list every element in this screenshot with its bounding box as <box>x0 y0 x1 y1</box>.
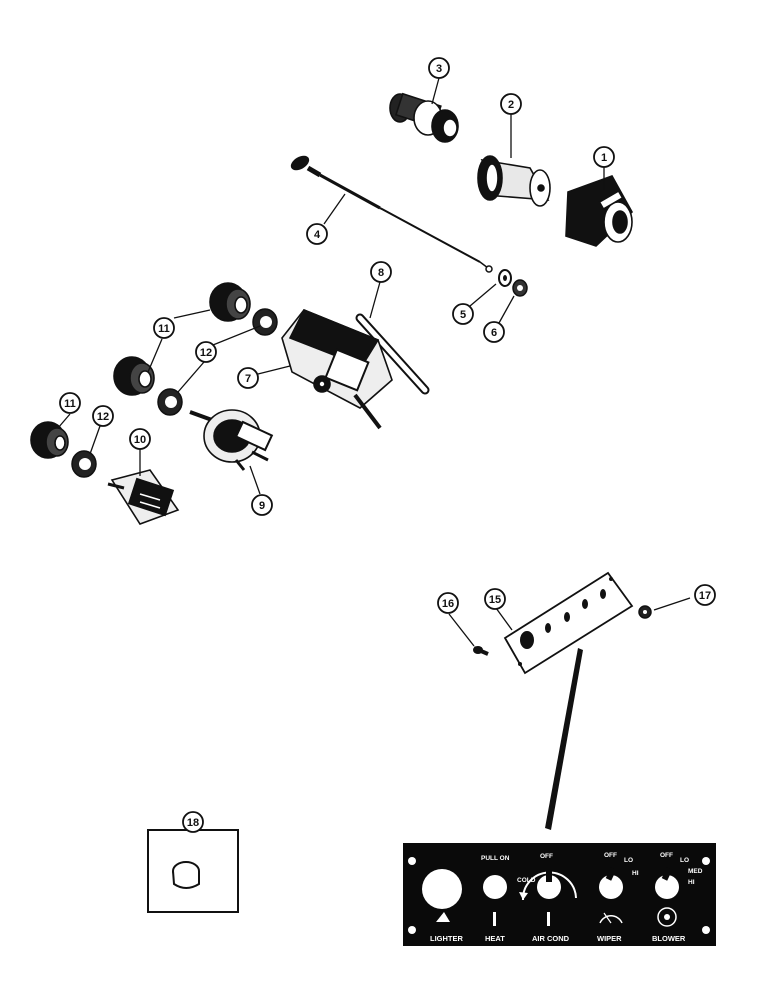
svg-text:1: 1 <box>601 152 607 164</box>
part-2-receptacle-shell <box>477 155 551 207</box>
blower-med-label: MED <box>688 868 703 875</box>
wiper-icon <box>599 915 623 924</box>
part-17-nut <box>638 605 652 619</box>
air-cond-off-label: OFF <box>540 853 553 860</box>
part-11-knob-top <box>209 282 251 322</box>
callout-2: 2 <box>500 93 522 115</box>
svg-text:9: 9 <box>259 500 265 512</box>
callout-6: 6 <box>483 321 505 343</box>
part-18-plug-button <box>147 829 239 913</box>
part-3-lighter-plug <box>389 92 459 143</box>
svg-text:3: 3 <box>436 63 442 75</box>
wiper-hi-label: HI <box>632 870 639 877</box>
air-cond-thermometer-icon <box>547 912 550 926</box>
svg-text:16: 16 <box>442 598 454 610</box>
svg-text:15: 15 <box>489 594 501 606</box>
callout-4: 4 <box>306 223 328 245</box>
blower-label: BLOWER <box>652 934 686 943</box>
svg-text:12: 12 <box>200 347 212 359</box>
decal-control-panel: LIGHTER HEAT AIR COND WIPER BLOWER PULL … <box>403 843 716 946</box>
svg-text:11: 11 <box>158 323 170 335</box>
blower-off-label: OFF <box>660 852 673 859</box>
part-16-screw <box>473 646 489 656</box>
blower-fan-icon <box>657 907 677 927</box>
part-11-knob-bottom <box>30 421 69 459</box>
callout-11-bottom: 11 <box>59 392 81 414</box>
svg-text:11: 11 <box>64 398 76 410</box>
part-15-mounting-plate <box>503 571 634 675</box>
lighter-socket <box>422 869 462 909</box>
svg-text:18: 18 <box>187 817 199 829</box>
cold-label: COLD <box>517 877 536 884</box>
callout-12-bottom: 12 <box>92 405 114 427</box>
part-7-switch-body <box>281 308 393 430</box>
svg-text:12: 12 <box>97 411 109 423</box>
wiper-off-label: OFF <box>604 852 617 859</box>
svg-text:10: 10 <box>134 434 146 446</box>
svg-text:4: 4 <box>314 229 321 241</box>
callout-8: 8 <box>370 261 392 283</box>
callout-3: 3 <box>428 57 450 79</box>
part-8-pin <box>355 313 430 395</box>
lighter-icon <box>436 912 450 922</box>
part-9-rotary-switch <box>189 409 274 471</box>
callout-10: 10 <box>129 428 151 450</box>
callout-1: 1 <box>593 146 615 168</box>
leader-lines <box>57 77 691 647</box>
callout-17: 17 <box>694 584 716 606</box>
wiper-lo-label: LO <box>624 857 633 864</box>
callout-18: 18 <box>182 811 204 833</box>
part-12-nut-top <box>252 308 278 336</box>
wiper-label: WIPER <box>597 934 622 943</box>
callout-9: 9 <box>251 494 273 516</box>
blower-hi-label: HI <box>688 879 695 886</box>
part-5-washer <box>498 269 512 287</box>
svg-text:17: 17 <box>699 590 711 602</box>
part-6-nut <box>512 279 528 297</box>
part-11-knob-middle <box>113 356 155 396</box>
callout-16: 16 <box>437 592 459 614</box>
svg-text:6: 6 <box>491 327 497 339</box>
plate-to-panel-leader <box>545 648 583 830</box>
callout-12-top: 12 <box>195 341 217 363</box>
part-12-nut-middle <box>157 388 183 416</box>
svg-text:2: 2 <box>508 99 514 111</box>
heat-thermometer-icon <box>493 912 496 926</box>
svg-text:7: 7 <box>245 373 251 385</box>
heat-knob-hole <box>483 875 507 899</box>
blower-knob <box>655 875 679 899</box>
pull-on-label: PULL ON <box>481 855 510 862</box>
callout-7: 7 <box>237 367 259 389</box>
air-cond-knob <box>537 875 561 899</box>
part-1-housing <box>565 175 634 247</box>
blower-lo-label: LO <box>680 857 689 864</box>
svg-text:5: 5 <box>460 309 466 321</box>
lighter-label: LIGHTER <box>430 934 463 943</box>
part-4-control-cable <box>290 155 493 273</box>
heat-label: HEAT <box>485 934 505 943</box>
callout-5: 5 <box>452 303 474 325</box>
callout-11-top: 11 <box>153 317 175 339</box>
callout-15: 15 <box>484 588 506 610</box>
air-cond-label: AIR COND <box>532 934 570 943</box>
part-12-nut-bottom <box>71 450 97 478</box>
part-10-wiper-switch <box>107 469 180 525</box>
wiper-knob <box>599 875 623 899</box>
svg-text:8: 8 <box>378 267 384 279</box>
